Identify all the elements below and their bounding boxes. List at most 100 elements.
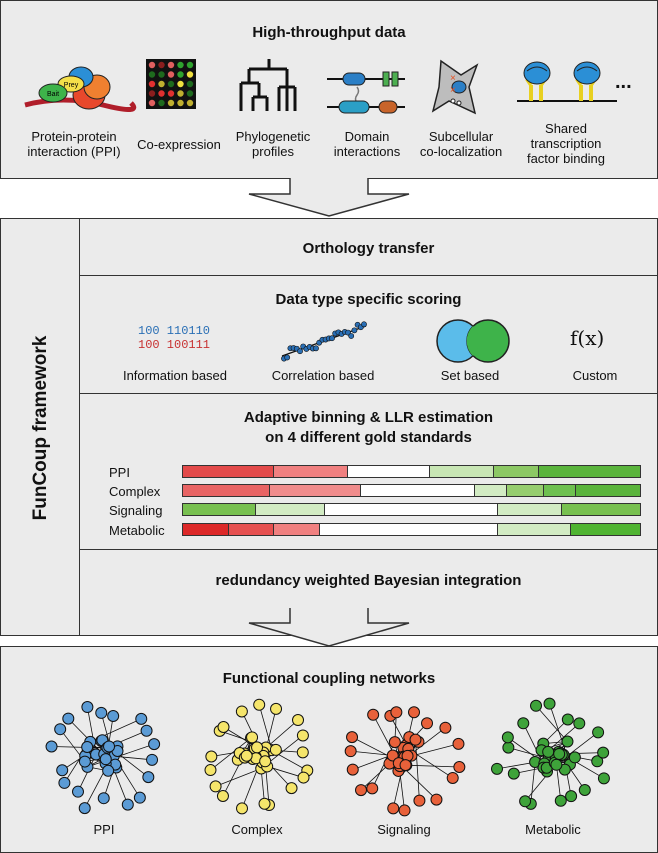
microarray-spot bbox=[158, 90, 165, 97]
network-node bbox=[578, 783, 591, 796]
llr-bin bbox=[228, 524, 275, 535]
scatter-point bbox=[361, 321, 367, 328]
subcellular-colocalization-label: Subcellular co-localization bbox=[419, 129, 503, 159]
microarray-spot bbox=[148, 61, 156, 69]
network-node bbox=[146, 753, 159, 766]
correlation-scatter-icon bbox=[281, 321, 367, 362]
network-node bbox=[346, 763, 359, 776]
ellipsis: ... bbox=[615, 71, 632, 93]
llr-bin bbox=[269, 485, 362, 496]
network-node bbox=[253, 698, 266, 711]
llr-bin bbox=[183, 504, 257, 515]
network-node bbox=[446, 771, 459, 784]
functional-coupling-networks-panel: Functional coupling networks PPI Complex… bbox=[0, 646, 658, 853]
network-node bbox=[204, 764, 217, 777]
network-node bbox=[205, 750, 218, 763]
network-node bbox=[430, 793, 443, 806]
network-node bbox=[121, 798, 134, 811]
network-node bbox=[592, 726, 605, 739]
phylogenetic-profiles-label: Phylogenetic profiles bbox=[235, 129, 311, 159]
funcoup-framework-panel: FunCoup framework Orthology transfer Dat… bbox=[0, 218, 658, 636]
llr-bin bbox=[544, 485, 576, 496]
microarray-spot bbox=[158, 71, 165, 78]
microarray-spot bbox=[158, 99, 165, 107]
microarray-spot bbox=[167, 99, 175, 107]
network-node bbox=[565, 790, 578, 803]
network-node bbox=[62, 712, 75, 725]
orthology-transfer-title: Orthology transfer bbox=[302, 240, 435, 257]
network-node bbox=[453, 761, 466, 774]
network-node bbox=[217, 720, 230, 733]
llr-bin bbox=[320, 524, 499, 535]
network-node bbox=[346, 731, 359, 744]
network-node bbox=[78, 802, 91, 815]
microarray-spot bbox=[158, 61, 165, 69]
shared-tf-binding-label: Shared transcription factor binding bbox=[526, 121, 606, 166]
high-throughput-data-title: High-throughput data bbox=[252, 24, 406, 41]
microarray-spot bbox=[186, 71, 194, 78]
network-label-metabolic: Metabolic bbox=[525, 822, 581, 837]
microarray-spot bbox=[148, 90, 156, 97]
network-node bbox=[296, 746, 309, 759]
microarray-spot bbox=[148, 80, 156, 88]
llr-bin bbox=[183, 466, 275, 477]
arrow-down-icon bbox=[248, 178, 410, 217]
ppi-network-icon bbox=[45, 701, 161, 815]
arrow-down-icon bbox=[248, 608, 410, 647]
network-node bbox=[285, 782, 298, 795]
llr-bin bbox=[183, 524, 229, 535]
microarray-spot bbox=[177, 80, 184, 88]
llr-bin bbox=[498, 524, 572, 535]
network-node bbox=[102, 764, 115, 777]
microarray-spot bbox=[167, 80, 175, 88]
gold-standard-metabolic-label: Metabolic bbox=[109, 523, 165, 538]
network-node bbox=[452, 737, 465, 750]
gold-standard-signaling-label: Signaling bbox=[109, 503, 163, 518]
network-node bbox=[409, 733, 422, 746]
ppi-complex-icon: Bait Prey bbox=[24, 66, 137, 112]
microarray-spot bbox=[177, 99, 184, 107]
ppi-data-label: Protein-protein interaction (PPI) bbox=[27, 129, 121, 159]
microarray-spot bbox=[167, 61, 175, 69]
network-node bbox=[408, 706, 421, 719]
microarray-spot bbox=[186, 90, 194, 97]
network-node bbox=[78, 755, 91, 768]
microarray-spot bbox=[148, 99, 156, 107]
network-node bbox=[553, 747, 566, 760]
network-node bbox=[502, 741, 515, 754]
llr-bin bbox=[498, 504, 563, 515]
network-node bbox=[54, 723, 67, 736]
network-node bbox=[269, 743, 282, 756]
network-node bbox=[209, 780, 222, 793]
llr-bin bbox=[539, 466, 640, 477]
network-node bbox=[99, 753, 112, 766]
network-node bbox=[591, 755, 604, 768]
network-node bbox=[388, 736, 401, 749]
llr-bar-ppi bbox=[182, 465, 641, 478]
network-node bbox=[240, 749, 253, 762]
custom-label: Custom bbox=[572, 368, 618, 383]
network-node bbox=[561, 713, 574, 726]
llr-bin bbox=[274, 466, 348, 477]
scatter-point bbox=[329, 335, 335, 342]
network-node bbox=[597, 746, 610, 759]
scatter-point bbox=[348, 333, 355, 339]
network-node bbox=[296, 729, 309, 742]
network-node bbox=[542, 745, 555, 758]
network-node bbox=[259, 755, 272, 768]
microarray-spot bbox=[186, 99, 194, 107]
domain-icon bbox=[327, 71, 405, 114]
scatter-point bbox=[351, 327, 358, 334]
microarray-spot bbox=[158, 80, 165, 88]
custom-function-symbol: f(x) bbox=[570, 326, 605, 350]
network-node bbox=[568, 751, 581, 764]
microarray-spot bbox=[186, 61, 194, 69]
phylogenetic-tree-icon bbox=[239, 59, 297, 111]
llr-bin bbox=[562, 504, 640, 515]
microarray-icon bbox=[146, 59, 196, 109]
network-node bbox=[517, 717, 530, 730]
network-node bbox=[507, 767, 520, 780]
set-based-label: Set based bbox=[440, 368, 500, 383]
llr-bin bbox=[429, 466, 494, 477]
scoring-title: Data type specific scoring bbox=[275, 291, 462, 308]
